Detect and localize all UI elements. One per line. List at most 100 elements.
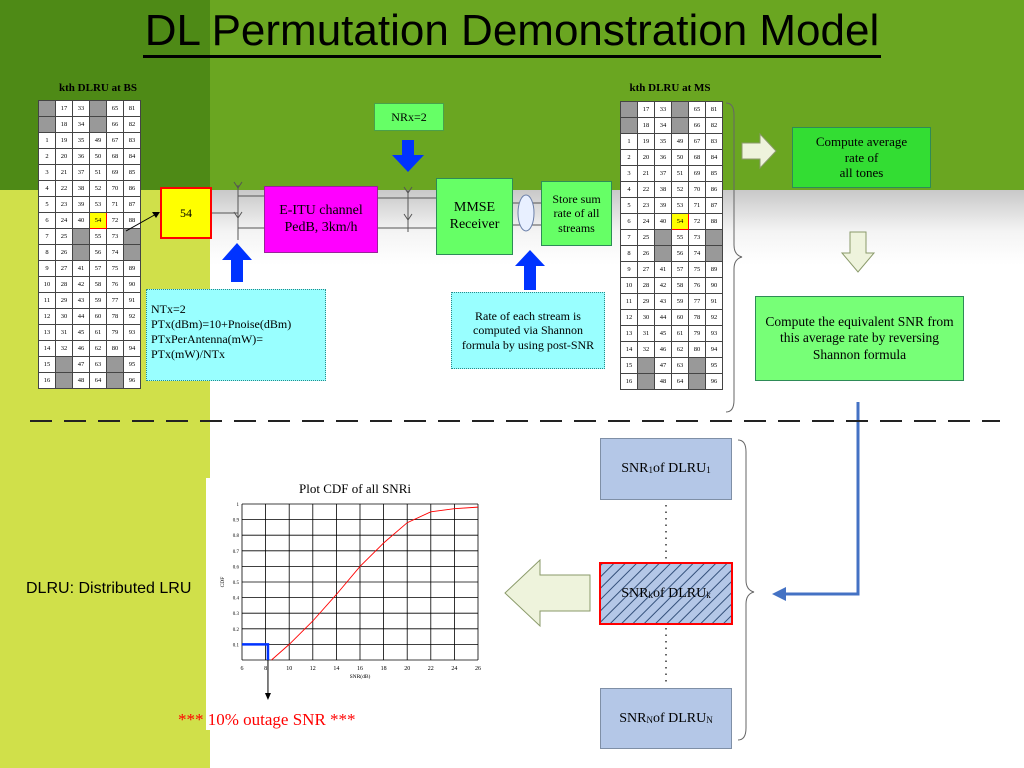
snr-label-mid: of DLRU <box>652 585 707 601</box>
x-tick-label: 12 <box>310 666 316 672</box>
grid-cell <box>55 372 73 389</box>
grid-cell: 91 <box>705 293 723 310</box>
y-axis-label: CDF <box>220 577 226 588</box>
right-arrow-icon <box>741 132 777 170</box>
bs-grid-title: kth DLRU at BS <box>59 82 137 94</box>
y-tick-label: 0.1 <box>233 643 240 648</box>
store-sum-rate-box: Store sum rate of all streams <box>541 181 612 246</box>
stream-ellipse <box>517 194 535 232</box>
compute-average-box: Compute average rate of all tones <box>792 127 931 188</box>
ms-grid-title: kth DLRU at MS <box>629 82 711 94</box>
nrx-down-arrow-icon <box>392 140 424 172</box>
grid-cell: 85 <box>123 164 141 181</box>
compute-average-line: rate of <box>844 149 879 165</box>
snr-stack-brace <box>737 439 755 741</box>
rate-up-arrow-icon <box>515 250 545 290</box>
snr-label-mid: of DLRU <box>652 461 707 476</box>
grid-cell <box>106 372 124 389</box>
y-tick-label: 0.5 <box>233 581 240 586</box>
grid-cell: 48 <box>654 373 672 390</box>
page-title: DL Permutation Demonstration Model <box>0 6 1024 58</box>
x-tick-label: 6 <box>241 666 244 672</box>
grid-cell <box>637 373 655 390</box>
tx-note-line: PTxPerAntenna(mW)= <box>151 332 264 346</box>
snr-subscript: 1 <box>706 465 711 475</box>
tx-note-line: PTx(dBm)=10+Pnoise(dBm) <box>151 317 292 331</box>
grid-cell <box>123 228 141 245</box>
grid-cell: 64 <box>89 372 107 389</box>
channel-box: E-ITU channel PedB, 3km/h <box>264 186 378 253</box>
grid-cell <box>705 245 723 262</box>
selected-tone-box: 54 <box>160 187 212 239</box>
dlru-legend: DLRU: Distributed LRU <box>26 580 192 597</box>
grid-cell <box>671 117 689 134</box>
tx-antenna-icon <box>233 211 243 219</box>
rx-antenna-icon <box>403 213 413 221</box>
snrk-hatch-fill <box>599 562 733 625</box>
cdf-plot-panel <box>206 478 492 730</box>
tx-params-note: NTx=2 PTx(dBm)=10+Pnoise(dBm) PTxPerAnte… <box>146 289 326 381</box>
mmse-receiver-box: MMSE Receiver <box>436 178 513 255</box>
compute-average-line: all tones <box>839 165 884 181</box>
grid-cell: 95 <box>123 356 141 373</box>
snr-subscript: N <box>706 714 713 725</box>
x-tick-label: 14 <box>333 666 339 672</box>
nrx-label: NRx=2 <box>374 103 444 131</box>
x-tick-label: 22 <box>428 666 434 672</box>
grid-cell <box>38 100 56 117</box>
x-tick-label: 20 <box>404 666 410 672</box>
compute-snr-box: Compute the equivalent SNR from this ave… <box>755 296 964 381</box>
connector-line <box>125 212 159 232</box>
grid-cell <box>671 101 689 118</box>
snr-label: SNR <box>619 710 647 726</box>
snr-connector-line <box>782 402 860 596</box>
grid-cell: 90 <box>705 277 723 294</box>
y-tick-label: 0.4 <box>233 597 240 602</box>
y-tick-label: 0.8 <box>233 534 240 539</box>
snr-subscript: k <box>648 589 653 600</box>
y-tick-label: 0.6 <box>233 565 240 570</box>
ms-grid-brace <box>725 102 743 413</box>
x-tick-label: 8 <box>264 666 267 672</box>
cdf-series-line <box>271 506 479 661</box>
tx-antenna-icon <box>233 181 243 189</box>
y-tick-label: 0.9 <box>233 519 240 524</box>
grid-cell: 96 <box>123 372 141 389</box>
snr-label-mid: of DLRU <box>652 710 707 726</box>
outage-pointer-arrowhead <box>264 693 271 700</box>
grid-cell <box>72 244 90 261</box>
outage-marker <box>242 643 270 660</box>
x-tick-label: 16 <box>357 666 363 672</box>
grid-cell: 96 <box>705 373 723 390</box>
x-tick-label: 26 <box>475 666 481 672</box>
outage-label: *** 10% outage SNR *** <box>178 710 356 729</box>
x-tick-label: 10 <box>286 666 292 672</box>
rx-antenna-icon <box>403 186 413 194</box>
y-tick-label: 0.7 <box>233 550 240 555</box>
y-tick-label: 1 <box>237 503 240 508</box>
y-tick-label: 0.2 <box>233 628 240 633</box>
rate-note: Rate of each stream is computed via Shan… <box>451 292 605 369</box>
